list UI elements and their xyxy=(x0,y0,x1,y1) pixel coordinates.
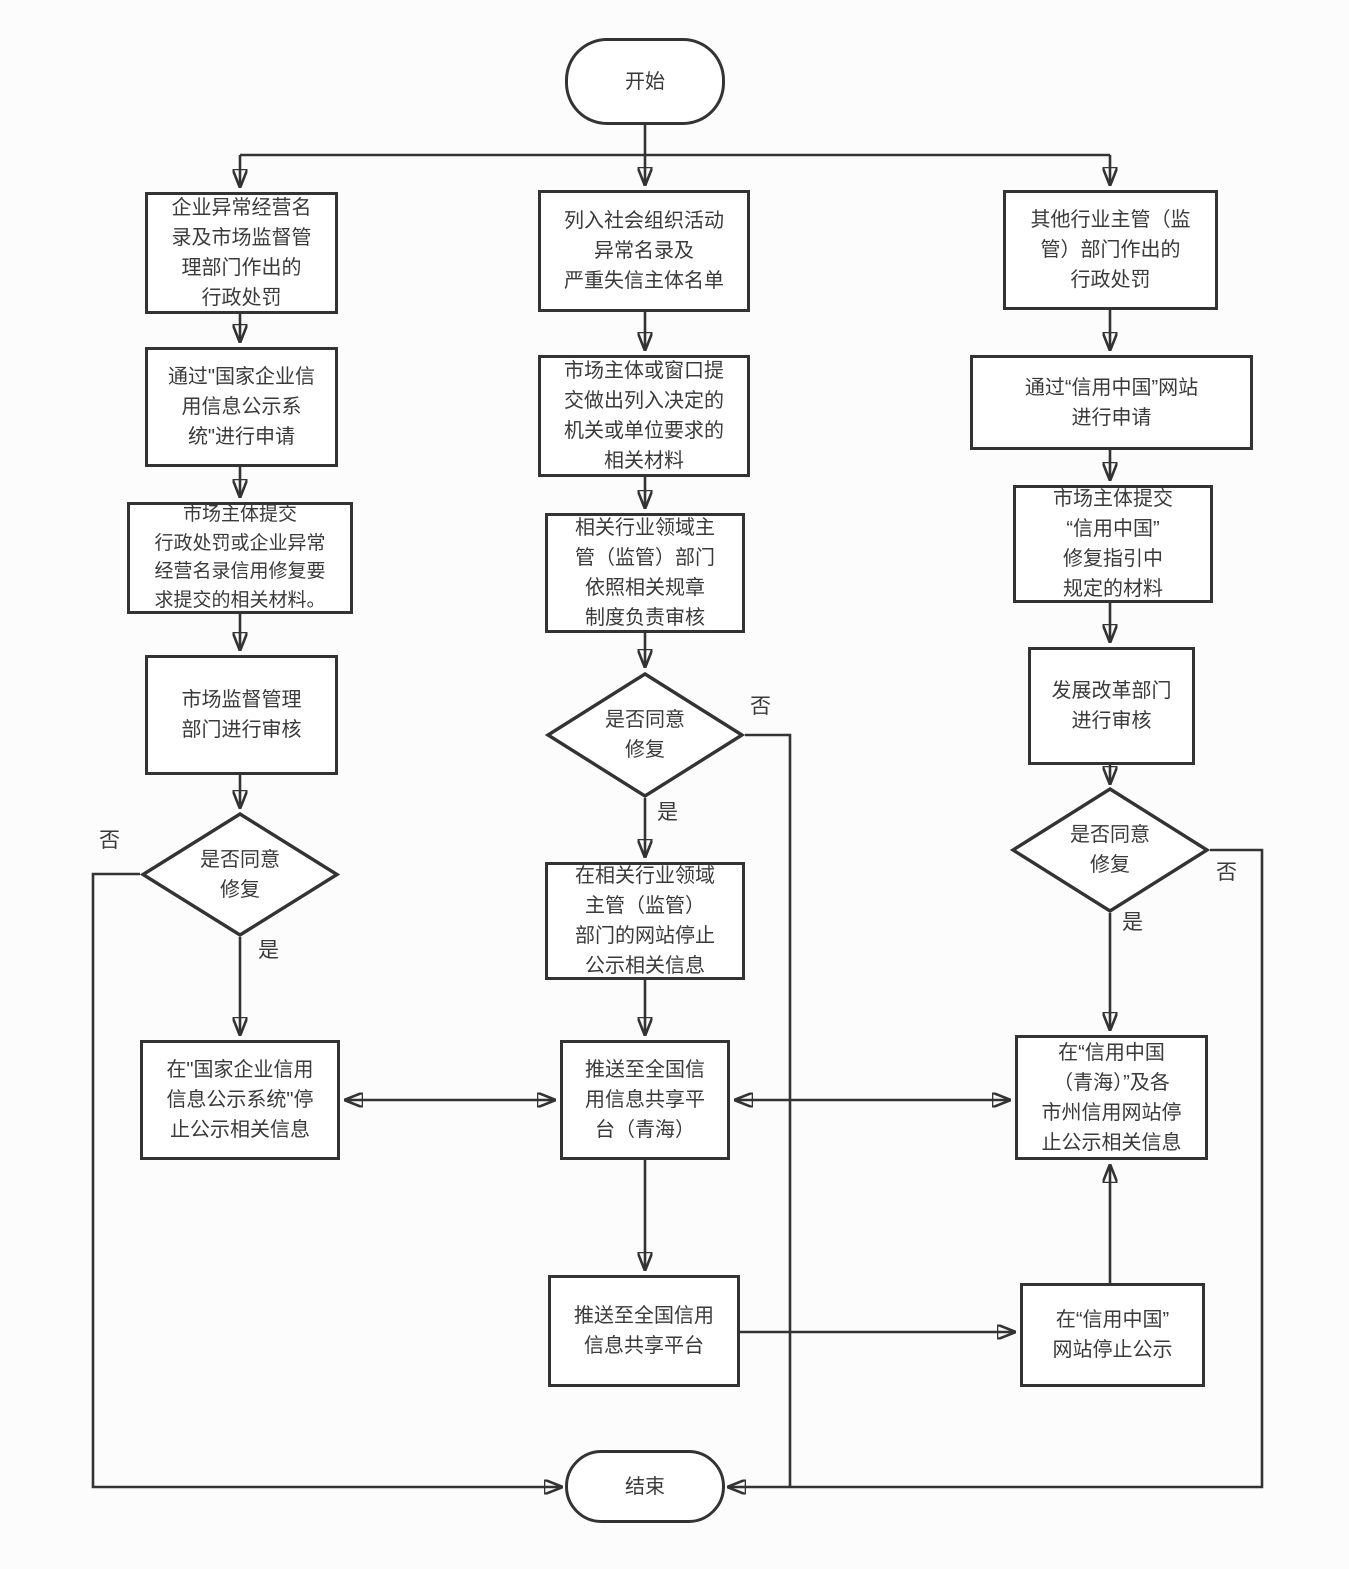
start-label: 开始 xyxy=(625,70,665,93)
node-push-to-national-sharing-platform: 推送至全国信用 信息共享平台 xyxy=(548,1275,740,1387)
node-label: 在"国家企业信用 信息公示系统"停 止公示相关信息 xyxy=(166,1059,314,1141)
edge-label-yes-left: 是 xyxy=(258,939,279,962)
node-other-industry-penalty: 其他行业主管（监 管）部门作出的 行政处罚 xyxy=(1003,190,1218,310)
node-label: 是否同意 修复 xyxy=(1070,824,1150,876)
node-label: 市场主体提交 行政处罚或企业异常 经营名录信用修复要 求提交的相关材料。 xyxy=(154,504,326,611)
node-label: 是否同意 修复 xyxy=(200,848,280,901)
node-label: 其他行业主管（监 管）部门作出的 行政处罚 xyxy=(1030,209,1191,291)
node-label: 在“信用中国 （青海）”及各 市州信用网站停 止公示相关信息 xyxy=(1041,1041,1182,1154)
edge-m4-no-down xyxy=(745,733,792,1487)
node-stop-publicity-credit-china-qinghai: 在“信用中国 （青海）”及各 市州信用网站停 止公示相关信息 xyxy=(1015,1035,1208,1160)
decision-middle-approve-repair: 是否同意 修复 xyxy=(545,672,745,798)
edge-r5-no-to-end xyxy=(729,848,1264,1487)
node-market-entity-submit-materials: 市场主体提交 行政处罚或企业异常 经营名录信用修复要 求提交的相关材料。 xyxy=(127,502,353,614)
node-stop-publicity-enterprise-credit-system: 在"国家企业信用 信息公示系统"停 止公示相关信息 xyxy=(140,1040,340,1160)
edge-l5-no-to-end xyxy=(91,872,561,1487)
diamond-shape xyxy=(140,812,340,937)
node-label: 市场主体或窗口提 交做出列入决定的 机关或单位要求的 相关材料 xyxy=(564,360,724,472)
edge-label-no-middle: 否 xyxy=(750,695,771,718)
node-push-to-qinghai-sharing-platform: 推送至全国信 用信息共享平 台（青海） xyxy=(560,1040,730,1160)
decision-left-approve-repair: 是否同意 修复 xyxy=(140,812,340,937)
end-label: 结束 xyxy=(625,1475,665,1498)
node-abnormal-directory-penalty: 企业异常经营名 录及市场监督管 理部门作出的 行政处罚 xyxy=(145,192,338,314)
diamond-shape xyxy=(545,672,745,798)
node-label: 市场监督管理 部门进行审核 xyxy=(181,689,302,741)
node-stop-publicity-industry-website: 在相关行业领域 主管（监管） 部门的网站停止 公示相关信息 xyxy=(545,862,745,980)
edge-label-no-right: 否 xyxy=(1216,861,1237,884)
edge-label-yes-right: 是 xyxy=(1122,911,1143,934)
node-development-reform-review: 发展改革部门 进行审核 xyxy=(1028,647,1195,765)
diamond-shape xyxy=(1010,787,1210,913)
node-industry-authority-review: 相关行业领域主 管（监管）部门 依照相关规章 制度负责审核 xyxy=(545,513,745,633)
node-social-org-abnormal-list: 列入社会组织活动 异常名录及 严重失信主体名单 xyxy=(538,190,750,312)
node-label: 相关行业领域主 管（监管）部门 依照相关规章 制度负责审核 xyxy=(575,517,715,629)
node-label: 是否同意 修复 xyxy=(605,709,685,761)
node-label: 发展改革部门 进行审核 xyxy=(1051,680,1172,732)
edge-label-no-left: 否 xyxy=(99,829,120,852)
node-label: 推送至全国信用 信息共享平台 xyxy=(574,1305,714,1357)
node-label: 通过"国家企业信 用信息公示系 统"进行申请 xyxy=(167,366,316,448)
end-node: 结束 xyxy=(565,1450,725,1523)
node-label: 列入社会组织活动 异常名录及 严重失信主体名单 xyxy=(564,210,724,292)
node-label: 通过“信用中国”网站 进行申请 xyxy=(1024,376,1199,429)
node-submit-credit-china-guide-materials: 市场主体提交 “信用中国” 修复指引中 规定的材料 xyxy=(1013,485,1213,603)
node-apply-via-credit-china: 通过“信用中国”网站 进行申请 xyxy=(970,355,1253,450)
node-label: 企业异常经营名 录及市场监督管 理部门作出的 行政处罚 xyxy=(171,197,312,309)
node-label: 在相关行业领域 主管（监管） 部门的网站停止 公示相关信息 xyxy=(575,865,715,977)
start-node: 开始 xyxy=(565,38,725,125)
node-apply-via-enterprise-credit-system: 通过"国家企业信 用信息公示系 统"进行申请 xyxy=(145,347,338,467)
decision-right-approve-repair: 是否同意 修复 xyxy=(1010,787,1210,913)
edge-label-yes-middle: 是 xyxy=(657,801,678,824)
node-label: 推送至全国信 用信息共享平 台（青海） xyxy=(585,1059,705,1141)
node-label: 市场主体提交 “信用中国” 修复指引中 规定的材料 xyxy=(1053,488,1173,600)
node-label: 在“信用中国” 网站停止公示 xyxy=(1052,1309,1173,1361)
node-market-supervision-review: 市场监督管理 部门进行审核 xyxy=(145,655,338,775)
node-stop-publicity-credit-china-site: 在“信用中国” 网站停止公示 xyxy=(1020,1283,1205,1387)
node-submit-required-materials-window: 市场主体或窗口提 交做出列入决定的 机关或单位要求的 相关材料 xyxy=(538,355,750,477)
